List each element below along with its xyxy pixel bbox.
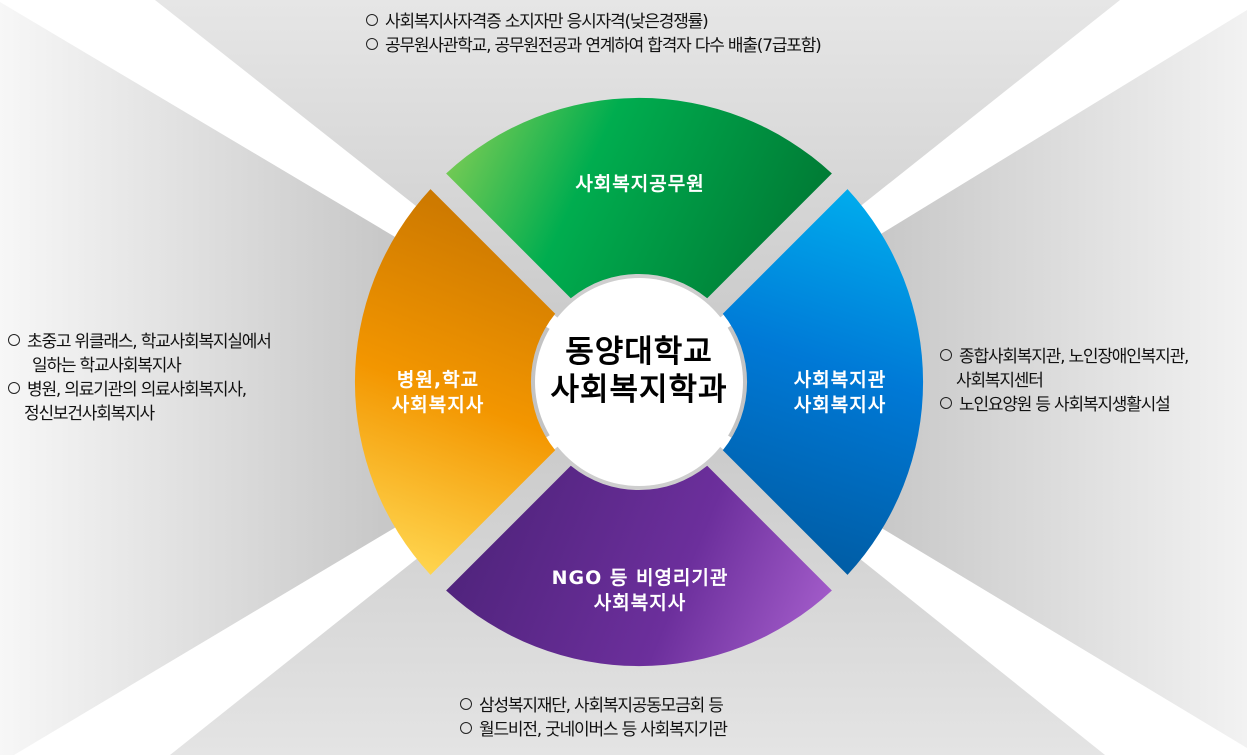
segment-top-label: 사회복지공무원 — [555, 172, 725, 197]
notes-bottom: 삼성복지재단, 사회복지공동모금회 등 월드비전, 굿네이버스 등 사회복지기관 — [460, 694, 728, 742]
center-circle — [535, 278, 743, 486]
note-item: 공무원사관학교, 공무원전공과 연계하여 합격자 다수 배출(7급포함) — [366, 34, 822, 58]
segment-bottom-purple[interactable] — [446, 465, 832, 667]
note-item: 병원, 의료기관의 의료사회복지사, — [8, 378, 271, 402]
segment-right-label-line1: 사회복지관 — [793, 369, 887, 391]
note-item: 종합사회복지관, 노인장애인복지관, — [940, 345, 1189, 369]
note-text: 병원, 의료기관의 의료사회복지사, — [27, 380, 247, 400]
note-item: 사회복지사자격증 소지자만 응시자격(낮은경쟁률) — [366, 10, 821, 34]
circle-bullet-icon — [460, 722, 472, 734]
note-continuation: 일하는 학교사회복지사 — [32, 356, 182, 376]
circle-bullet-icon — [940, 397, 952, 409]
notes-right: 종합사회복지관, 노인장애인복지관, 사회복지센터 노인요양원 등 사회복지생활… — [940, 345, 1189, 417]
segment-bottom-label-line2: 사회복지사 — [593, 591, 687, 614]
bg-wedge-left — [0, 2, 639, 755]
bg-wedge-right — [639, 10, 1247, 748]
note-text: 월드비전, 굿네이버스 등 사회복지기관 — [479, 720, 728, 740]
segment-left-label-line2: 사회복지사 — [391, 393, 485, 416]
note-continuation: 사회복지센터 — [956, 371, 1044, 391]
note-item: 월드비전, 굿네이버스 등 사회복지기관 — [460, 718, 728, 742]
note-text: 종합사회복지관, 노인장애인복지관, — [959, 347, 1189, 367]
circle-bullet-icon — [366, 14, 378, 26]
segment-right-blue[interactable] — [722, 189, 924, 575]
segment-top-label-text: 사회복지공무원 — [575, 173, 705, 195]
note-text: 삼성복지재단, 사회복지공동모금회 등 — [479, 696, 724, 716]
circle-bullet-icon — [8, 334, 20, 346]
note-continuation: 정신보건사회복지사 — [24, 404, 155, 424]
segment-right-label-line2: 사회복지사 — [793, 393, 887, 416]
circle-bullet-icon — [460, 698, 472, 710]
note-text: 공무원사관학교, 공무원전공과 연계하여 합격자 다수 배출(7급포함) — [385, 36, 822, 56]
note-text: 초중고 위클래스, 학교사회복지실에서 — [27, 332, 272, 352]
circle-bullet-icon — [8, 382, 20, 394]
note-item: 삼성복지재단, 사회복지공동모금회 등 — [460, 694, 727, 718]
notes-top: 사회복지사자격증 소지자만 응시자격(낮은경쟁률) 공무원사관학교, 공무원전공… — [366, 10, 822, 58]
center-title: 동양대학교 사회복지학과 — [531, 334, 747, 410]
note-text: 노인요양원 등 사회복지생활시설 — [959, 395, 1171, 415]
segment-left-orange[interactable] — [354, 189, 556, 575]
notes-left: 초중고 위클래스, 학교사회복지실에서 일하는 학교사회복지사 병원, 의료기관… — [8, 330, 272, 426]
note-item: 노인요양원 등 사회복지생활시설 — [940, 393, 1188, 417]
segment-left-label-line1: 병원,학교 — [396, 369, 480, 391]
segment-right-label: 사회복지관 사회복지사 — [770, 368, 910, 417]
segment-top-green[interactable] — [446, 97, 832, 299]
circle-bullet-icon — [366, 38, 378, 50]
circle-bullet-icon — [940, 349, 952, 361]
segment-left-label: 병원,학교 사회복지사 — [368, 368, 508, 417]
segment-bottom-label: NGO 등 비영리기관 사회복지사 — [520, 566, 760, 615]
center-title-line1: 동양대학교 — [565, 334, 713, 370]
note-text: 사회복지사자격증 소지자만 응시자격(낮은경쟁률) — [385, 12, 709, 32]
center-title-line2: 사회복지학과 — [550, 371, 728, 408]
segment-bottom-label-line1: NGO 등 비영리기관 — [551, 567, 729, 589]
note-item: 초중고 위클래스, 학교사회복지실에서 — [8, 330, 272, 354]
